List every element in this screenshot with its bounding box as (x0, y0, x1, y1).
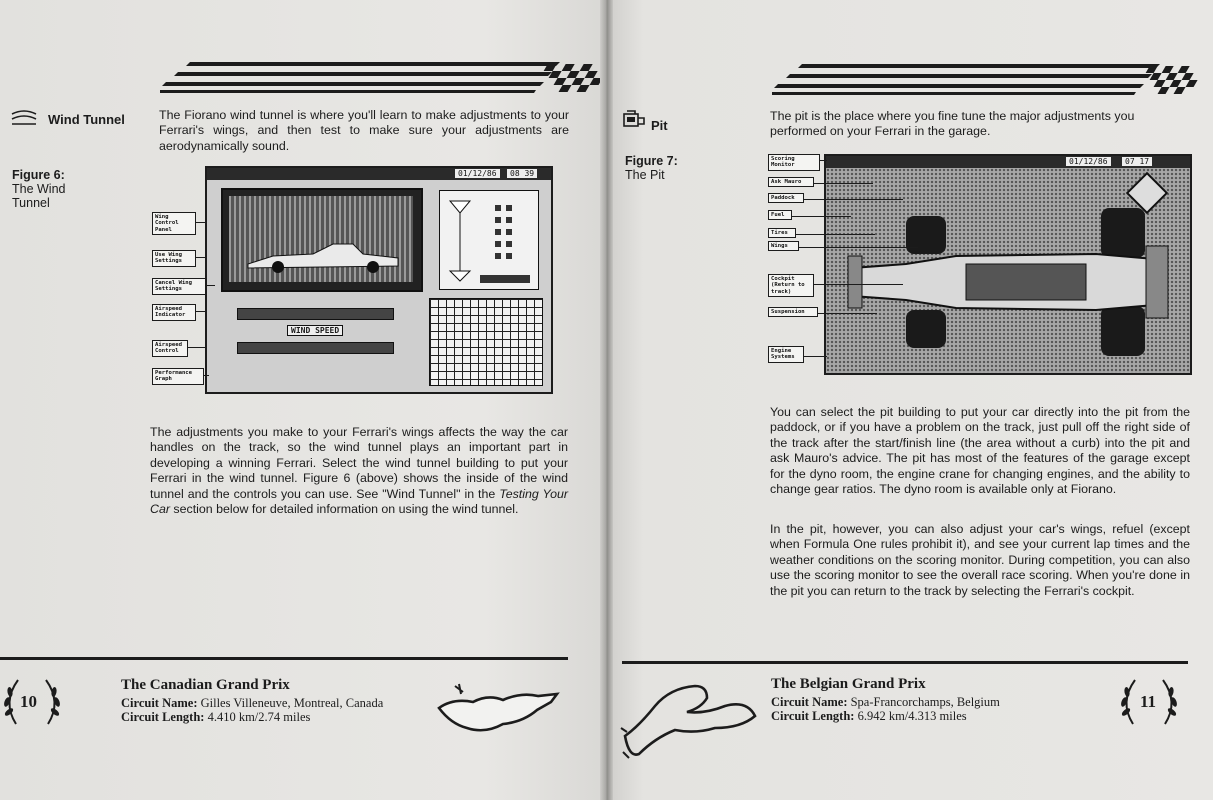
leader-line (791, 216, 851, 217)
body-paragraph-2: In the pit, however, you can also adjust… (770, 522, 1190, 598)
laurel-wreath-icon (1121, 679, 1177, 725)
body-paragraph: The adjustments you make to your Ferrari… (150, 425, 568, 517)
callout-wings: Wings (768, 241, 799, 252)
circuit-length: 4.410 km/2.74 miles (207, 710, 311, 724)
checkered-flag-icon (772, 64, 1198, 95)
leader-line (187, 347, 207, 348)
circuit-length-line: Circuit Length: 6.942 km/4.313 miles (771, 709, 1071, 723)
leader-line (817, 313, 877, 314)
wind-tunnel-screenshot: 01/12/86 08 39 (205, 166, 553, 394)
callout-use-wing-settings: Use Wing Settings (152, 250, 196, 267)
body-text-end: section below for detailed information o… (169, 502, 519, 517)
callout-performance-graph: Performance Graph (152, 368, 204, 385)
screen-status-bar: 01/12/86 08 39 (207, 168, 551, 180)
callout-paddock: Paddock (768, 193, 804, 204)
body-paragraph-1: You can select the pit building to put y… (770, 405, 1190, 497)
leader-line (813, 284, 903, 285)
figure-caption-text: The Wind Tunnel (12, 182, 66, 210)
airspeed-control[interactable] (237, 342, 394, 354)
callout-airspeed-indicator: Airspeed Indicator (152, 304, 196, 321)
leader-line (819, 160, 827, 161)
leader-line (803, 199, 903, 200)
leader-line (798, 247, 918, 248)
callout-fuel: Fuel (768, 210, 792, 221)
airspeed-indicator (237, 308, 394, 320)
leader-line (195, 222, 207, 223)
book-spine (600, 0, 613, 800)
right-page: Pit The pit is the place where you fine … (607, 0, 1213, 800)
performance-graph (429, 298, 543, 386)
figure-label: Figure 6: (12, 168, 65, 182)
intro-paragraph: The Fiorano wind tunnel is where you'll … (159, 108, 569, 153)
circuit-name-label: Circuit Name: (121, 696, 198, 710)
footer-rule (622, 661, 1188, 664)
callout-suspension: Suspension (768, 307, 818, 318)
leader-line (813, 183, 873, 184)
ferrari-car-icon (247, 243, 399, 273)
intro-paragraph: The pit is the place where you fine tune… (770, 109, 1135, 139)
screen-time: 07 17 (1122, 157, 1153, 166)
footer-rule (0, 657, 568, 660)
screen-time: 08 39 (507, 169, 538, 178)
ferrari-car-topview-icon (847, 208, 1169, 356)
circuit-length: 6.942 km/4.313 miles (857, 709, 967, 723)
leader-line (195, 311, 207, 312)
body-text-italic: Testing Your Car (150, 486, 568, 517)
screen-date: 01/12/86 (455, 169, 500, 178)
tunnel-window (221, 188, 423, 292)
callout-wing-control-panel: Wing Control Panel (152, 212, 196, 236)
circuit-map-icon (437, 683, 560, 732)
callout-cockpit: Cockpit (Return to track) (768, 274, 814, 298)
leader-line (195, 257, 207, 258)
figure-caption: Figure 6: The Wind Tunnel (12, 168, 132, 210)
circuit-length-label: Circuit Length: (121, 710, 205, 724)
screen-status-bar: 01/12/86 07 17 (826, 156, 1190, 168)
body-text-start: The adjustments you make to your Ferrari… (150, 425, 568, 501)
page-number: 11 (1140, 692, 1157, 711)
page-number: 10 (20, 692, 37, 711)
leader-line (795, 234, 875, 235)
section-title: Pit (651, 118, 668, 133)
wind-tunnel-icon (11, 110, 37, 125)
circuit-length-line: Circuit Length: 4.410 km/2.74 miles (121, 710, 431, 724)
circuit-name-line: Circuit Name: Spa-Francorchamps, Belgium (771, 695, 1071, 709)
callout-cancel-wing-settings: Cancel Wing Settings (152, 278, 206, 295)
callout-tires: Tires (768, 228, 796, 239)
leader-line (205, 285, 215, 286)
left-page: Wind Tunnel The Fiorano wind tunnel is w… (0, 0, 606, 800)
circuit-name-label: Circuit Name: (771, 695, 848, 709)
section-title: Wind Tunnel (48, 112, 125, 127)
wing-control-panel[interactable] (439, 190, 539, 290)
circuit-name: Spa-Francorchamps, Belgium (850, 695, 1000, 709)
callout-ask-mauro: Ask Mauro (768, 177, 814, 188)
figure-caption: Figure 7: The Pit (625, 154, 735, 182)
checkered-flag-icon (160, 62, 603, 93)
pit-screenshot: 01/12/86 07 17 (824, 154, 1192, 375)
callout-scoring-monitor: Scoring Monitor (768, 154, 820, 171)
screen-date: 01/12/86 (1066, 157, 1111, 166)
pit-icon (623, 110, 645, 127)
figure-caption-text: The Pit (625, 168, 665, 182)
wind-speed-label: WIND SPEED (287, 325, 344, 336)
circuit-length-label: Circuit Length: (771, 709, 855, 723)
circuit-name-line: Circuit Name: Gilles Villeneuve, Montrea… (121, 696, 431, 710)
leader-line (203, 375, 209, 376)
circuit-map-icon (620, 684, 757, 759)
callout-engine-systems: Engine Systems (768, 346, 804, 363)
leader-line (803, 356, 827, 357)
laurel-wreath-icon (4, 679, 60, 725)
grand-prix-title: The Canadian Grand Prix (121, 677, 290, 693)
callout-airspeed-control: Airspeed Control (152, 340, 188, 357)
figure-label: Figure 7: (625, 154, 678, 168)
circuit-name: Gilles Villeneuve, Montreal, Canada (200, 696, 384, 710)
grand-prix-title: The Belgian Grand Prix (771, 676, 926, 692)
